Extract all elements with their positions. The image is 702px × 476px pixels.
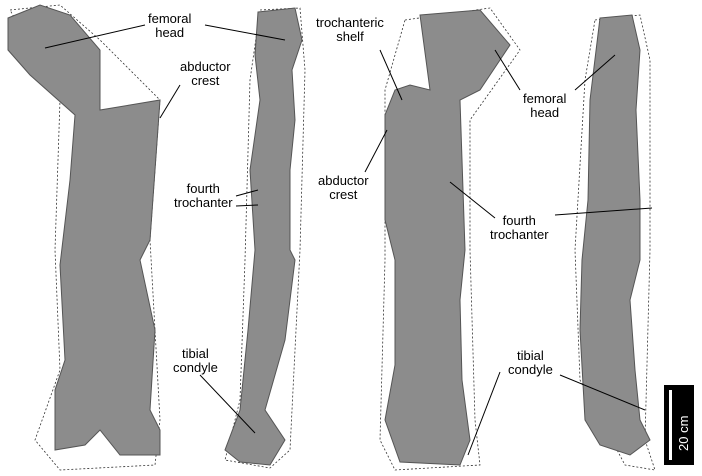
label-line: trochanteric: [316, 15, 384, 30]
leader-line: [494, 49, 521, 91]
leader-line: [44, 24, 146, 49]
leader-line: [204, 24, 286, 41]
label-line: condyle: [508, 362, 553, 377]
leader-line: [449, 181, 496, 219]
femur-posterior: [384, 9, 511, 466]
label-line: head: [155, 25, 185, 40]
label-line: fourth: [502, 213, 536, 228]
label-line: femoral: [523, 91, 567, 106]
scale-bar-line: [669, 390, 672, 460]
label-line: femoral: [148, 11, 192, 26]
label-line: head: [530, 105, 560, 120]
bones: [7, 4, 651, 466]
leader-line: [199, 374, 256, 434]
reconstruction-outlines: [9, 4, 656, 471]
label-line: fourth: [186, 181, 220, 196]
outline-view-4: [574, 14, 656, 471]
leader-line: [467, 371, 501, 456]
label-line: tibial: [517, 348, 544, 363]
scale-bar-label: 20 cm: [676, 415, 691, 451]
leader-line: [379, 49, 403, 101]
leader-line: [559, 374, 646, 411]
label-line: abductor: [318, 173, 369, 188]
leader-line: [364, 129, 388, 173]
leader-line: [159, 84, 181, 119]
leader-line: [574, 54, 616, 91]
leader-line: [235, 189, 259, 197]
label-line: crest: [329, 187, 358, 202]
outline-view-3: [379, 7, 521, 471]
label-line: tibial: [182, 346, 209, 361]
label-line: abductor: [180, 59, 231, 74]
outline-view-2: [224, 7, 306, 469]
femur-lateral: [579, 14, 651, 456]
leader-line: [554, 207, 653, 216]
label-line: trochanter: [490, 227, 549, 242]
label-line: trochanter: [174, 195, 233, 210]
leader-line: [235, 204, 259, 207]
label-line: shelf: [336, 29, 364, 44]
scale-bar: 20 cm: [664, 385, 694, 465]
label-line: condyle: [173, 360, 218, 375]
leader-lines: [44, 24, 653, 456]
femur-medial: [224, 7, 303, 466]
femur-anterior: [7, 4, 161, 456]
label-line: crest: [191, 73, 220, 88]
